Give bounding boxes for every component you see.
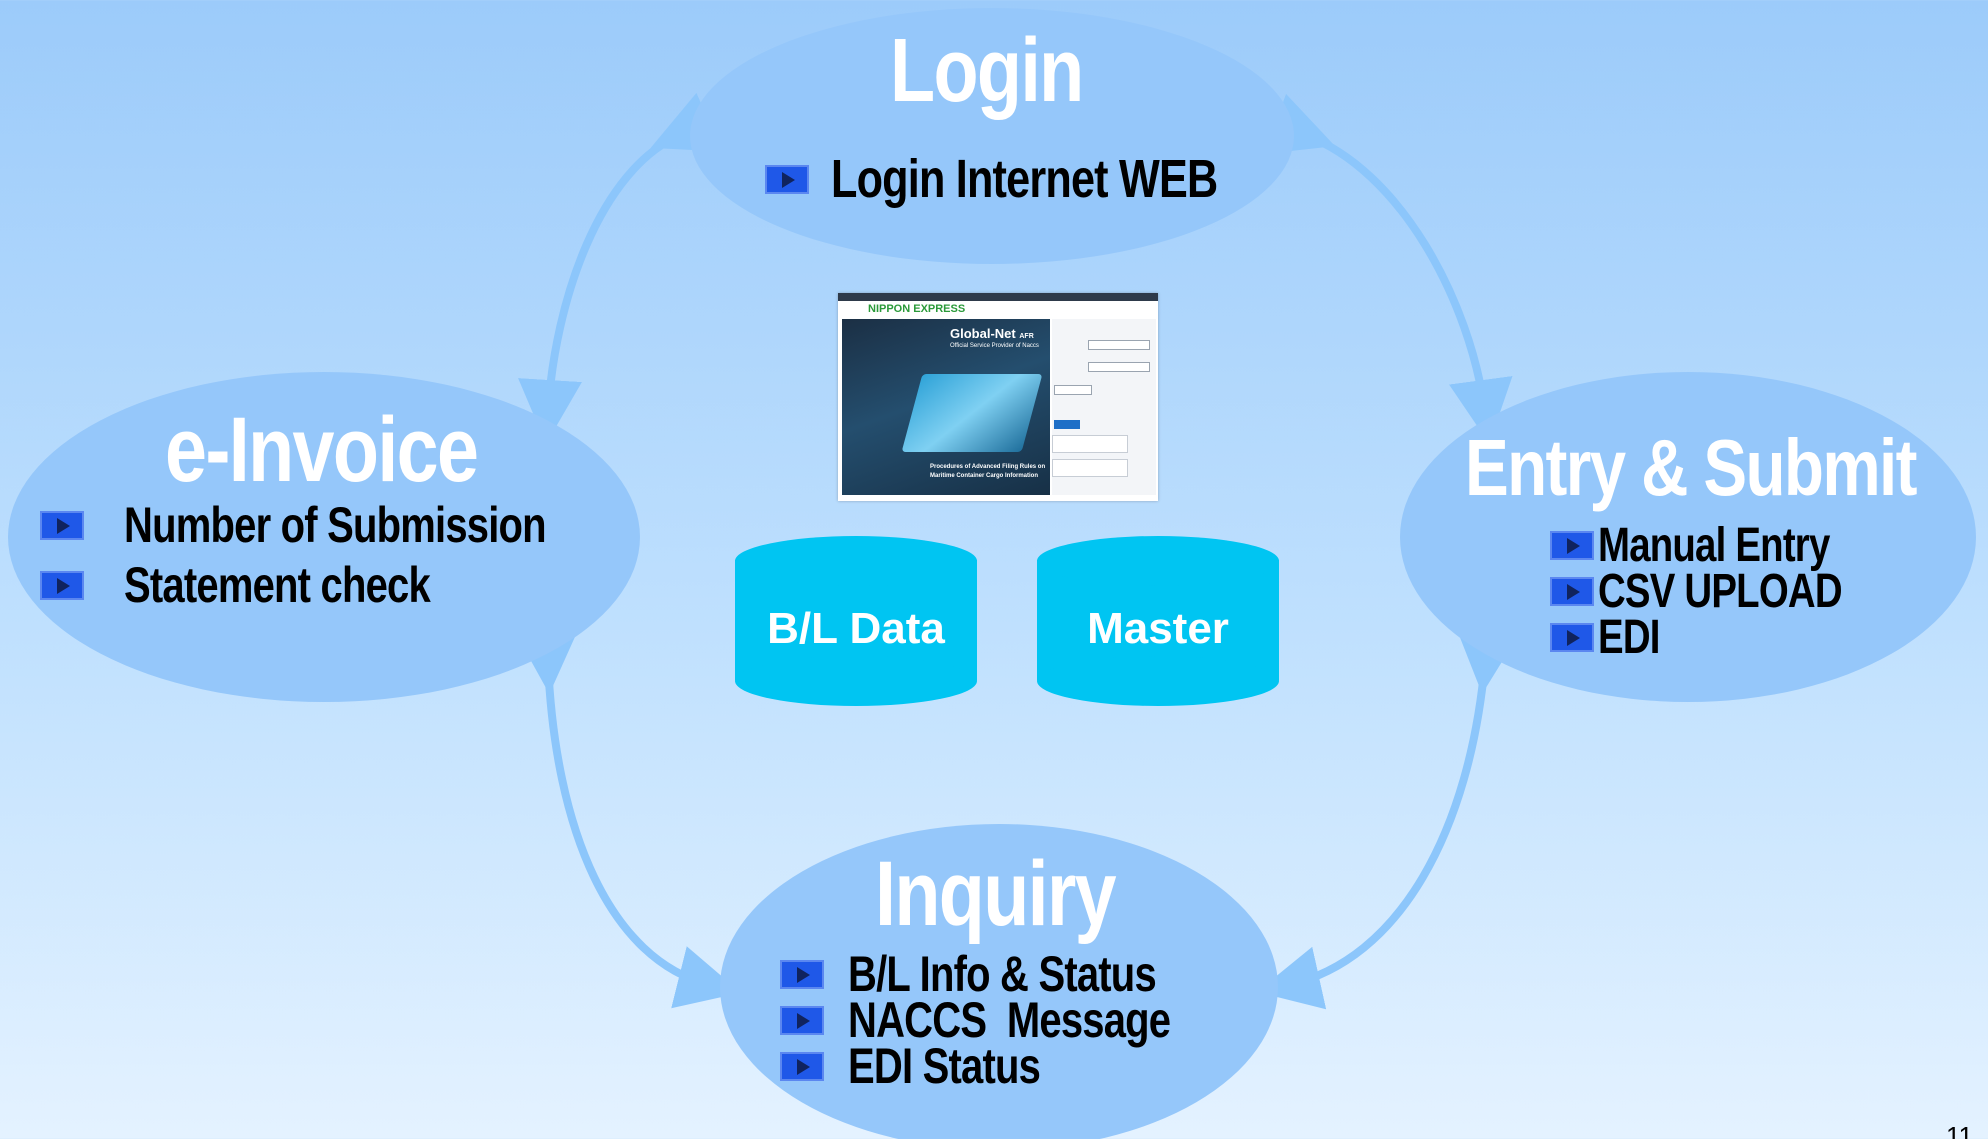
bullet-icon (780, 1005, 824, 1035)
screenshot-product: Global-Net AFR (950, 326, 1034, 341)
inquiry-item-3: EDI Status (780, 1037, 1088, 1095)
login-screenshot: NIPPON EXPRESS Global-Net AFR Official S… (838, 293, 1158, 501)
entry-item-2: CSV UPLOAD (1550, 564, 1903, 619)
screenshot-notice-2 (1052, 459, 1128, 477)
bullet-icon (40, 570, 84, 600)
bullet-icon (780, 1051, 824, 1081)
inquiry-item-text: NACCS Message (848, 992, 1171, 1048)
bullet-icon (765, 164, 809, 194)
arrow-entry-inquiry (1256, 627, 1520, 1010)
arrow-login-entry (1263, 93, 1513, 444)
entry-node (1400, 372, 1976, 702)
bullet-icon (780, 959, 824, 989)
page-number: 11 (1946, 1121, 1973, 1139)
arrow-login-einvoice (518, 92, 723, 444)
entry-item-text: EDI (1598, 611, 1660, 664)
einvoice-item-text: Number of Submission (124, 497, 547, 553)
entry-item-text: Manual Entry (1598, 519, 1830, 572)
inquiry-item-2: NACCS Message (780, 991, 1251, 1049)
bullet-icon (1550, 531, 1594, 560)
inquiry-item-text: B/L Info & Status (848, 946, 1157, 1002)
master-database: Master (1037, 536, 1279, 706)
world-map-icon (901, 374, 1043, 452)
bullet-icon (40, 510, 84, 540)
login-item: Login Internet WEB (765, 148, 1314, 210)
einvoice-item-2: Statement check (40, 556, 506, 614)
inquiry-item-text: EDI Status (848, 1038, 1041, 1094)
login-title: Login (890, 21, 1084, 121)
screenshot-captcha-field (1054, 385, 1092, 395)
screenshot-caption-2: Maritime Container Cargo Information (930, 473, 1039, 479)
einvoice-node (8, 372, 640, 702)
inquiry-title: Inquiry (875, 843, 1117, 945)
screenshot-notice-1 (1052, 435, 1128, 453)
master-label: Master (1087, 604, 1229, 653)
inquiry-item-1: B/L Info & Status (780, 945, 1233, 1003)
entry-item-3: EDI (1550, 610, 1675, 665)
entry-item-text: CSV UPLOAD (1598, 565, 1843, 618)
screenshot-hero: Global-Net AFR Official Service Provider… (842, 319, 1050, 495)
bullet-icon (1550, 577, 1594, 606)
screenshot-login-button (1054, 420, 1080, 429)
screenshot-userid-field (1088, 340, 1150, 350)
bl-data-label: B/L Data (767, 604, 945, 653)
screenshot-tagline: Official Service Provider of Naccs (950, 343, 1039, 349)
entry-item-1: Manual Entry (1550, 518, 1887, 573)
entry-title: Entry & Submit (1465, 423, 1917, 512)
bullet-icon (1550, 623, 1594, 652)
nippon-express-logo: NIPPON EXPRESS (868, 303, 966, 315)
screenshot-caption-1: Procedures of Advanced Filing Rules on (930, 464, 1046, 470)
einvoice-title: e-Invoice (165, 399, 479, 501)
login-item-text: Login Internet WEB (831, 149, 1218, 209)
screenshot-password-field (1088, 362, 1150, 372)
screenshot-topbar (838, 293, 1158, 301)
login-node (690, 8, 1294, 264)
einvoice-item-1: Number of Submission (40, 496, 651, 554)
einvoice-item-text: Statement check (124, 557, 431, 613)
bl-data-database: B/L Data (735, 536, 977, 706)
arrow-einvoice-inquiry (514, 628, 742, 1009)
